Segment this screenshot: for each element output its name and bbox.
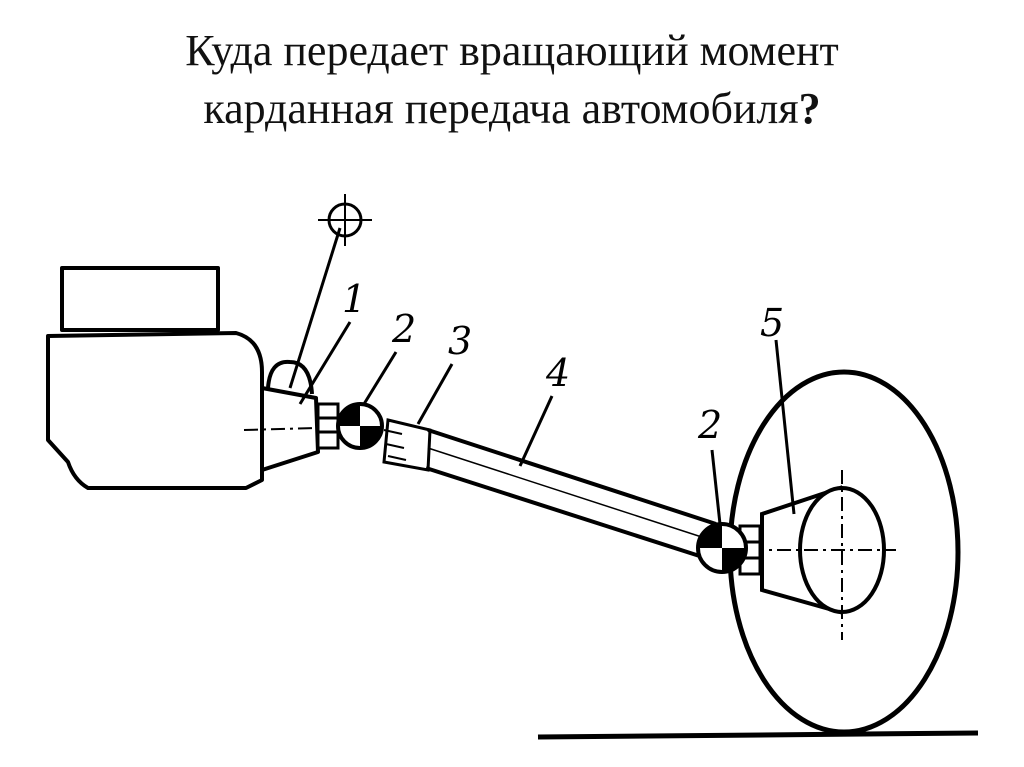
rear-axle-housing bbox=[750, 470, 896, 640]
engine-block bbox=[46, 266, 264, 490]
ground-line bbox=[537, 730, 979, 740]
front-flange bbox=[316, 402, 340, 450]
label-3: 3 bbox=[448, 319, 472, 363]
label-5: 5 bbox=[760, 301, 784, 345]
label-1: 1 bbox=[342, 277, 366, 321]
cardan-shaft bbox=[425, 428, 717, 562]
slip-joint bbox=[382, 418, 432, 472]
label-2-rear: 2 bbox=[697, 403, 722, 447]
gear-lever bbox=[288, 194, 372, 389]
title-line-2-text: карданная передача автомобиля bbox=[203, 84, 799, 133]
rear-universal-joint bbox=[696, 522, 748, 574]
label-2-front: 2 bbox=[391, 307, 416, 351]
axis-line bbox=[243, 427, 319, 431]
gearbox-housing bbox=[260, 359, 320, 472]
title-line-2: карданная передача автомобиля? bbox=[0, 80, 1024, 138]
slide-title: Куда передает вращающий момент карданная… bbox=[0, 22, 1024, 138]
label-4: 4 bbox=[545, 351, 570, 395]
title-question-mark: ? bbox=[798, 84, 821, 133]
leader-lines bbox=[298, 321, 796, 525]
title-line-1: Куда передает вращающий момент bbox=[185, 26, 839, 75]
front-universal-joint bbox=[336, 402, 384, 450]
